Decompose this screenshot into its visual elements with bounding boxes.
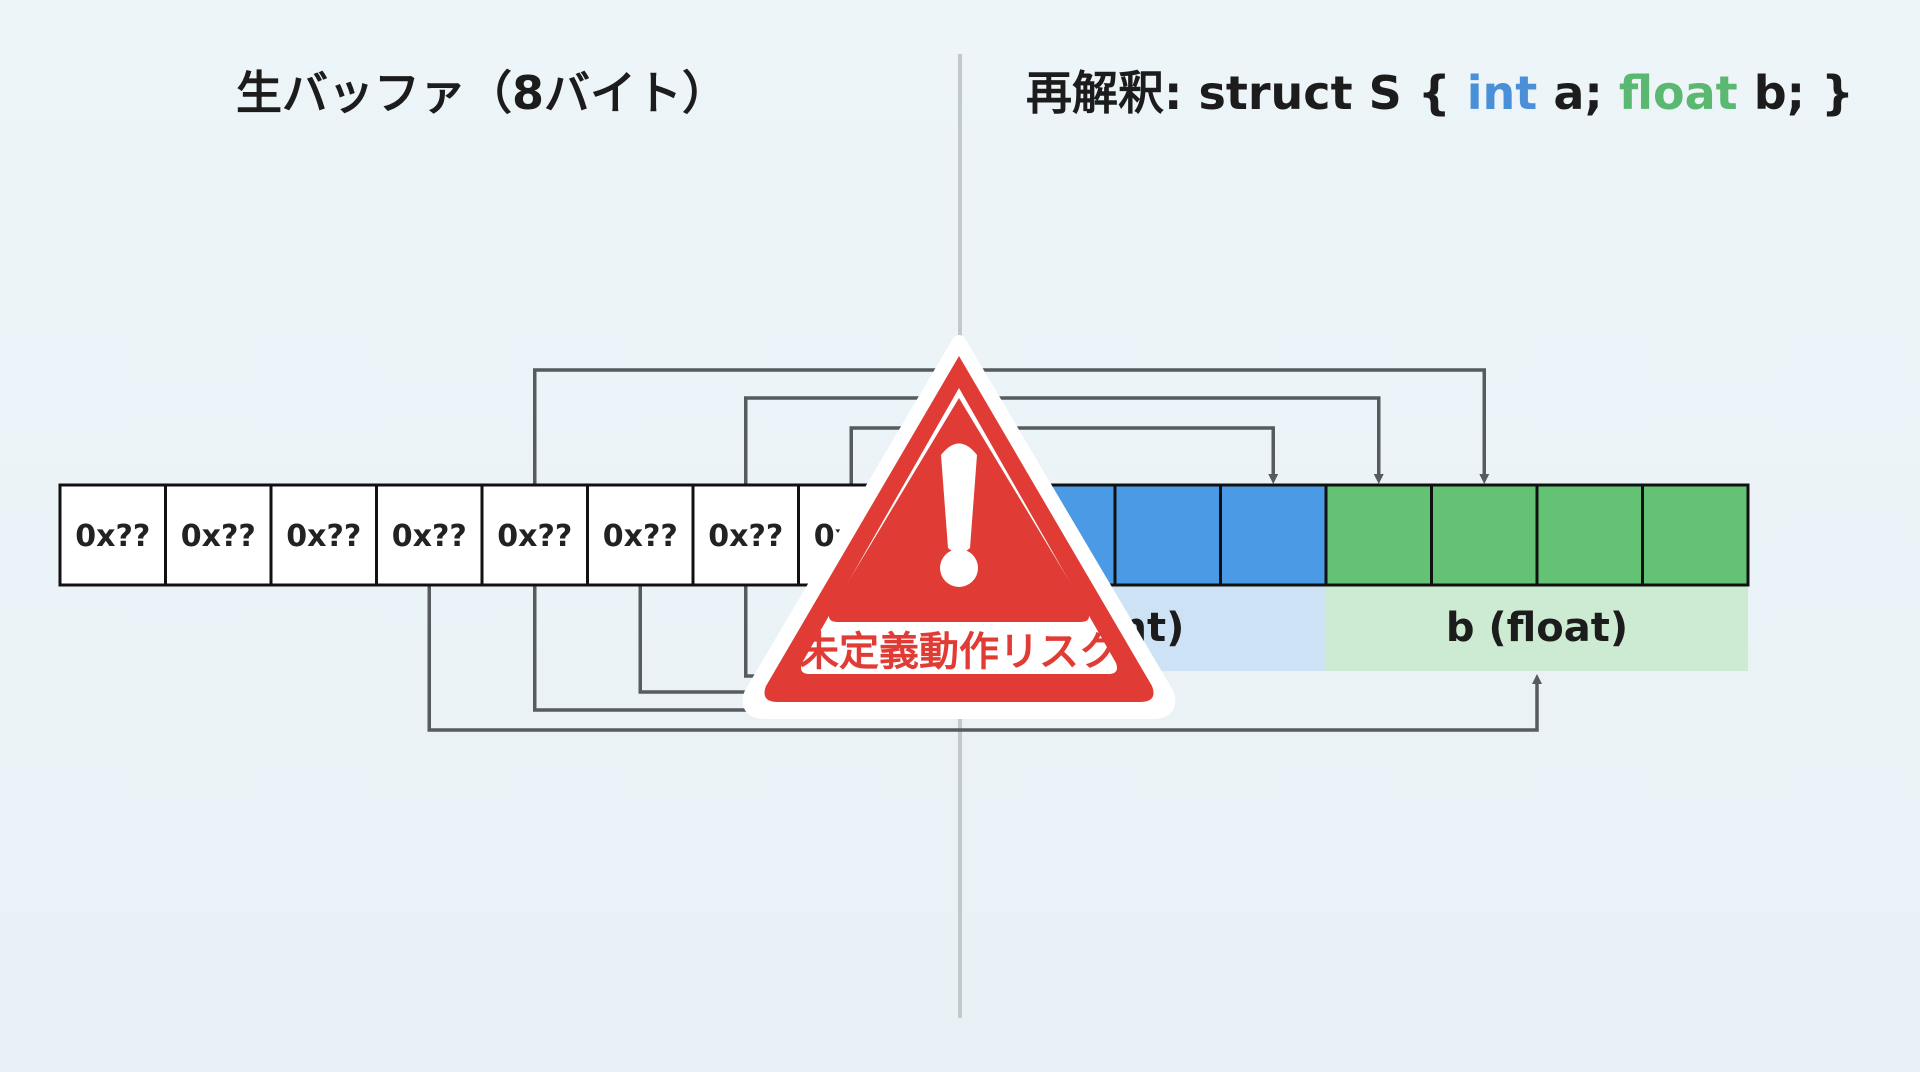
field-label-band [1326,585,1748,671]
raw-byte-cell [691,483,800,587]
raw-byte-cell [375,483,484,587]
field-byte-cell [1324,483,1433,587]
connector-line-bottom [427,585,1542,732]
exclamation-dot-icon [940,549,978,587]
warning-sign: 未定義動作リスク [742,335,1176,719]
reinterpret-title: 再解釈: struct S { int a; float b;} [1026,58,1870,128]
raw-byte-value: 0x?? [181,519,256,554]
raw-byte-cell [586,483,695,587]
field-byte-cell [1113,483,1222,587]
raw-byte-cell [269,483,378,587]
raw-byte-value: 0x?? [603,519,678,554]
field-label-text: b (float) [1446,605,1628,651]
connector-line-top [744,396,1384,485]
raw-byte-cell [480,483,589,587]
connector-line-bottom [638,585,781,694]
raw-byte-value: 0x?? [497,519,572,554]
connector-line-top [849,426,1279,485]
field-byte-cell [1535,483,1644,587]
title-token-text: struct [1198,66,1353,120]
title-token-text: { [1417,66,1451,120]
field-byte-cell [1641,483,1750,587]
raw-buffer-title: 生バッファ（8バイト） [236,66,729,120]
warning-label: 未定義動作リスク [799,629,1119,675]
title-token-type-int: int [1466,66,1538,120]
title-token-type-float: float [1618,66,1738,120]
field-byte-cell [1219,483,1328,587]
field-byte-cell [1430,483,1539,587]
exclamation-bar-icon [941,443,977,553]
title-token-text: a; [1553,66,1603,120]
raw-byte-cell [58,483,167,587]
raw-byte-value: 0x?? [286,519,361,554]
raw-byte-value: 0x?? [708,519,783,554]
title-token-text: b; [1753,66,1806,120]
raw-byte-value: 0x?? [75,519,150,554]
raw-byte-value: 0x?? [392,519,467,554]
connector-line-top [533,368,1490,485]
title-token-text: } [1821,66,1854,120]
title-token-text: 再解釈: [1026,66,1183,120]
title-token-text: S [1368,66,1402,120]
